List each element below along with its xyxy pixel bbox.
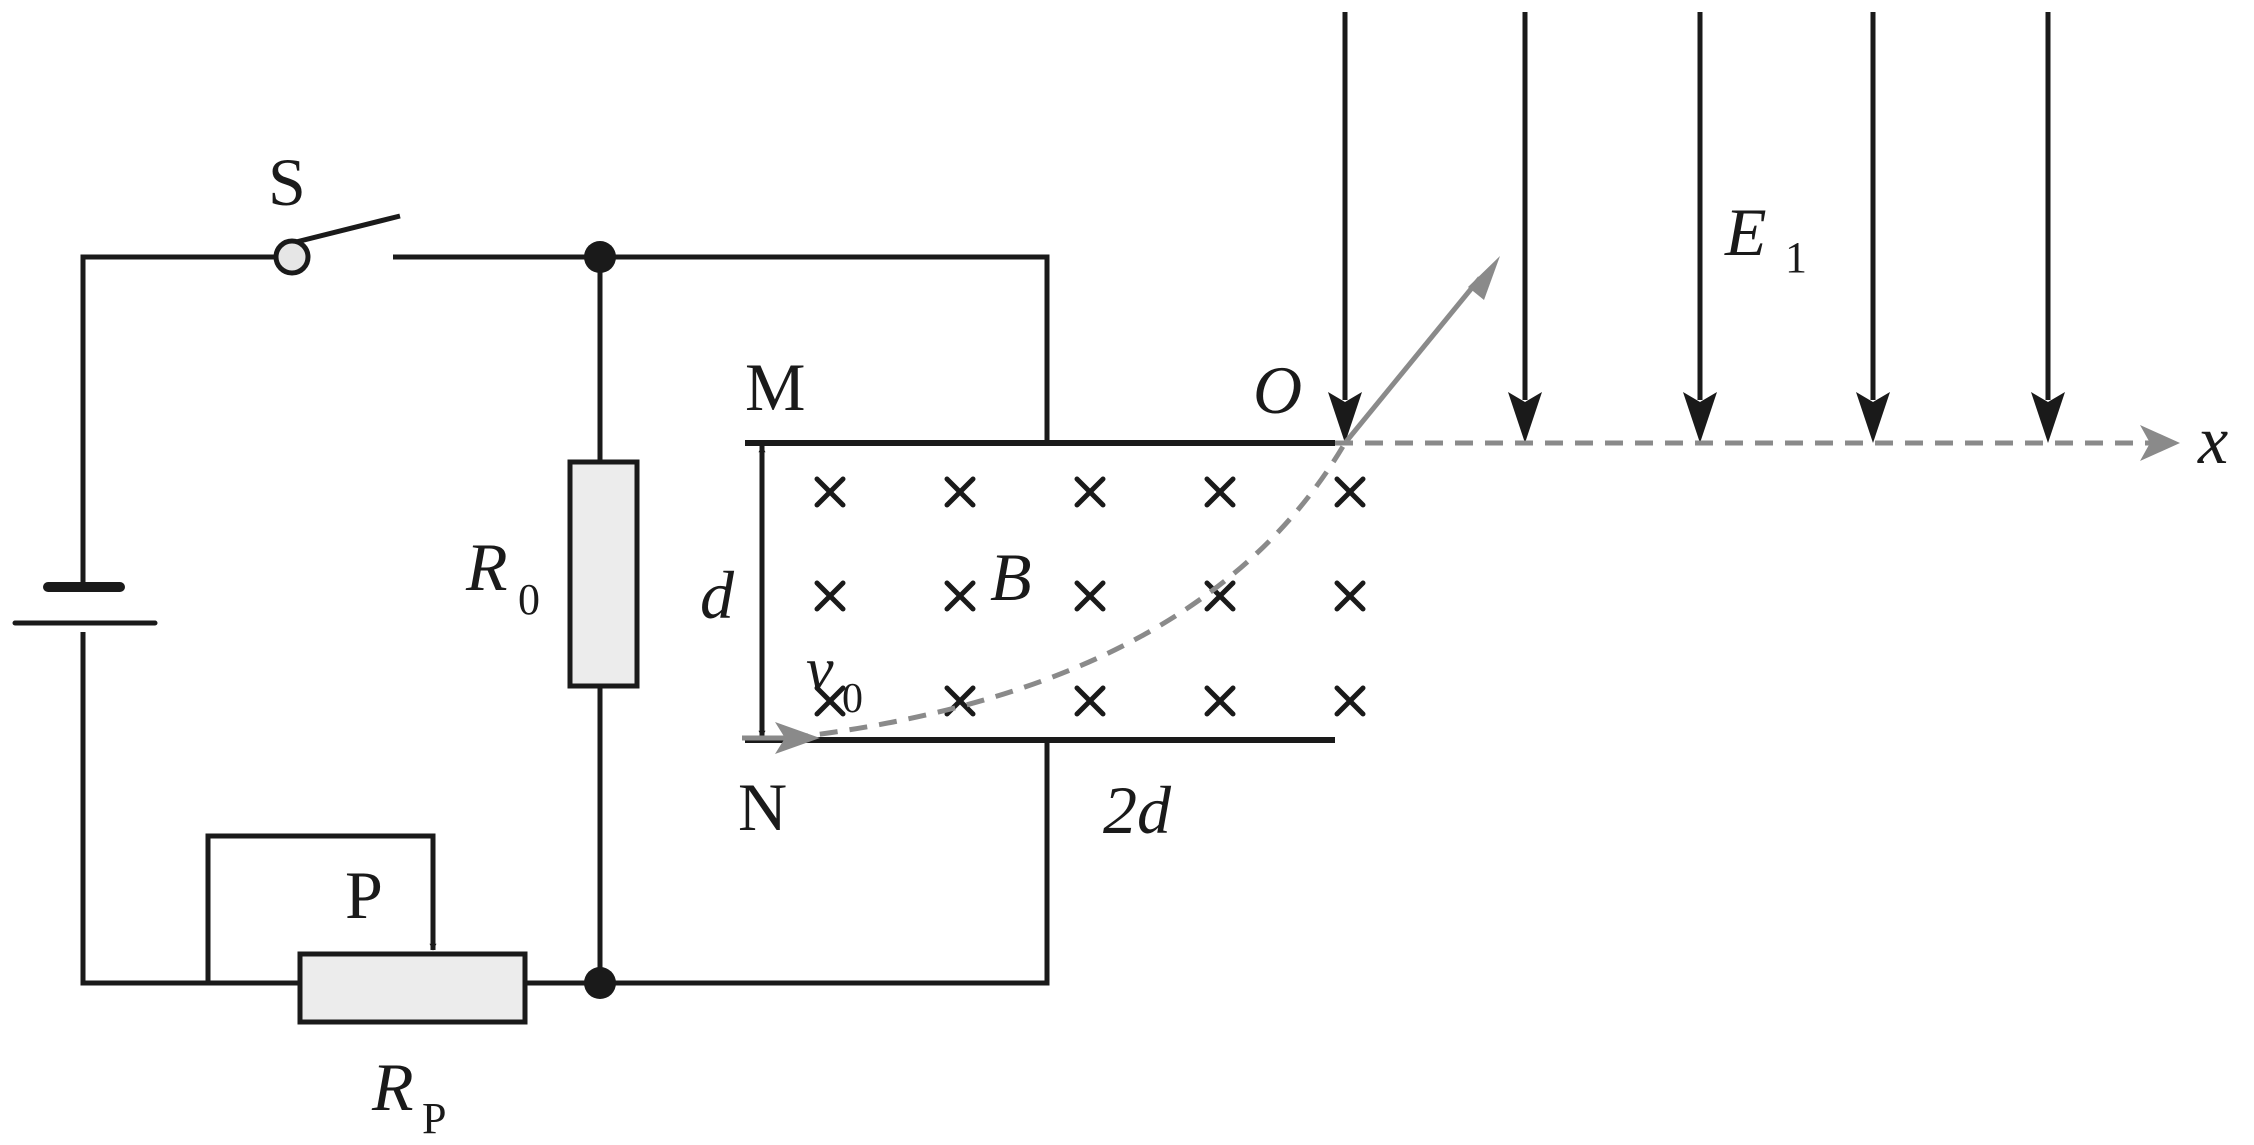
junction-bottom <box>584 967 616 999</box>
resistor-r0 <box>567 459 640 689</box>
field-cross <box>1074 476 1106 508</box>
x-axis-label: x <box>2197 402 2228 478</box>
svg-text:R: R <box>465 529 508 605</box>
electric-field-arrows <box>1328 12 2065 443</box>
battery <box>12 582 158 626</box>
x-axis <box>1335 425 2180 461</box>
velocity-label: v 0 <box>806 636 863 722</box>
field-cross <box>1334 580 1366 612</box>
field-cross <box>944 580 976 612</box>
origin-label: O <box>1253 352 1302 428</box>
field-cross <box>814 476 846 508</box>
junction-top <box>584 241 616 273</box>
field-cross <box>944 476 976 508</box>
field-b-label: B <box>990 539 1032 615</box>
field-e-arrow <box>1508 12 1542 443</box>
magnetic-field-crosses <box>814 476 1366 717</box>
field-cross <box>1204 580 1236 612</box>
field-cross <box>814 580 846 612</box>
svg-text:v: v <box>806 636 834 704</box>
svg-text:E: E <box>1724 194 1767 270</box>
particle-path <box>742 256 1500 754</box>
plate-m-label: M <box>745 349 805 425</box>
resistor-r0-label: R 0 <box>465 529 540 624</box>
slider-label: P <box>345 857 383 933</box>
svg-text:1: 1 <box>1785 233 1807 282</box>
field-e-arrow <box>1683 12 1717 443</box>
rheostat-label: R P <box>371 1049 446 1143</box>
svg-text:0: 0 <box>842 676 863 722</box>
field-cross <box>1074 685 1106 717</box>
switch <box>273 213 401 276</box>
gap-label: d <box>700 557 735 633</box>
svg-text:R: R <box>371 1049 414 1125</box>
rheostat-rp <box>297 951 528 1025</box>
field-cross <box>1074 580 1106 612</box>
field-e-arrow <box>1328 12 1362 443</box>
field-cross <box>814 685 846 717</box>
field-cross <box>1334 685 1366 717</box>
field-e-arrow <box>1856 12 1890 443</box>
field-e1-label: E 1 <box>1724 194 1807 282</box>
switch-pivot <box>273 238 311 276</box>
field-cross <box>1334 476 1366 508</box>
circuit-wires <box>80 254 1050 986</box>
plate-n-label: N <box>738 769 787 845</box>
svg-text:P: P <box>422 1094 446 1143</box>
length-label: 2d <box>1103 772 1172 848</box>
field-cross <box>1204 476 1236 508</box>
field-cross <box>1204 685 1236 717</box>
svg-text:0: 0 <box>518 575 540 624</box>
switch-label: S <box>268 144 306 220</box>
field-e-arrow <box>2031 12 2065 443</box>
